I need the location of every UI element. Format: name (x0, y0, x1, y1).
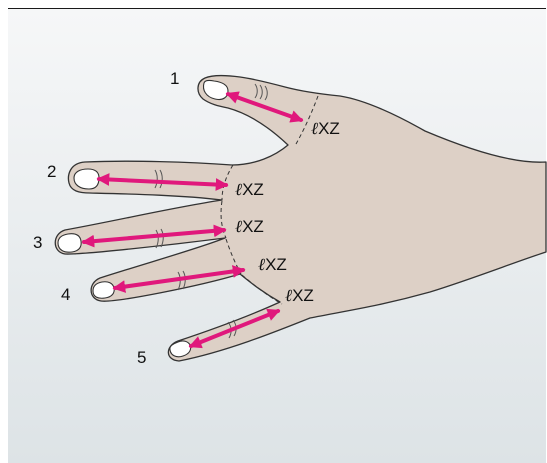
measure-label-ring: ℓXZ (258, 255, 287, 275)
ring-nail (93, 282, 114, 298)
measure-label-middle: ℓXZ (235, 217, 264, 237)
measure-label-index: ℓXZ (235, 180, 264, 200)
measure-label-little: ℓXZ (285, 286, 314, 306)
finger-number-4: 4 (61, 285, 70, 304)
finger-number-5: 5 (137, 348, 146, 367)
measure-label-thumb: ℓXZ (311, 119, 340, 139)
finger-number-3: 3 (33, 233, 42, 252)
finger-number-2: 2 (47, 162, 56, 181)
middle-nail (58, 234, 81, 252)
index-nail (74, 169, 99, 189)
finger-number-1: 1 (170, 69, 179, 88)
